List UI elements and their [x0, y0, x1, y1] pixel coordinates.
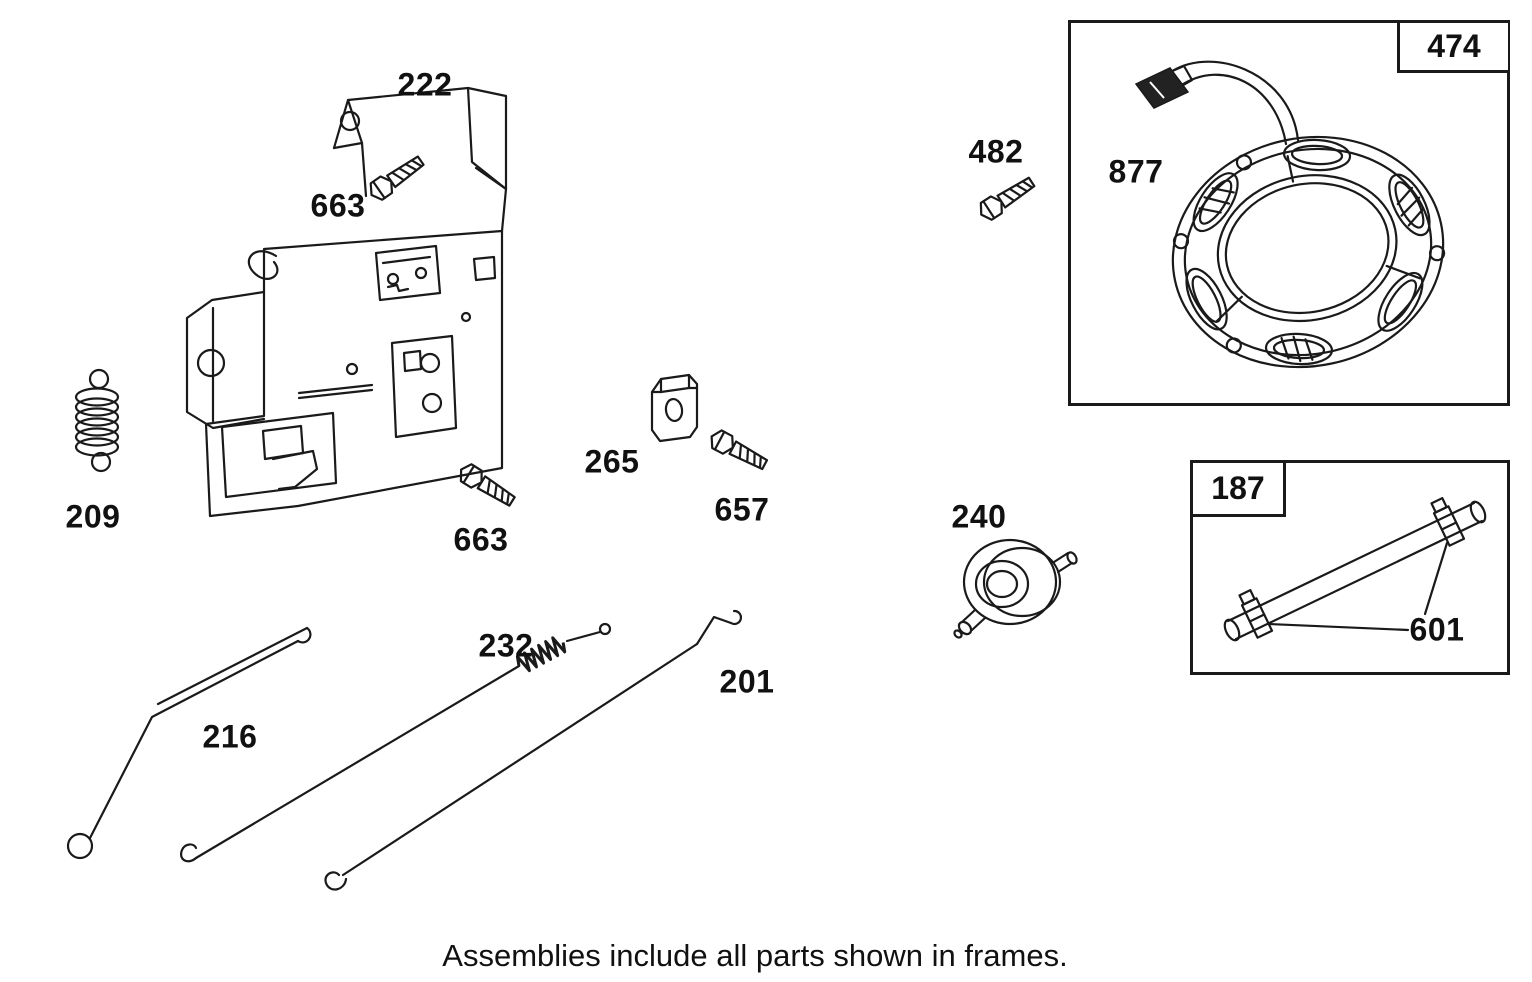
diagram-caption: Assemblies include all parts shown in fr…: [442, 938, 1068, 973]
clip-265-drawing: [650, 373, 699, 443]
frame-474: [1068, 20, 1510, 406]
rod-201-drawing: [324, 609, 743, 891]
part-label-209: 209: [65, 498, 121, 535]
control-bracket-222-drawing: [185, 86, 508, 518]
frame-474-number-box: 474: [1397, 23, 1508, 73]
link-232-drawing: [180, 622, 612, 863]
part-label-601: 601: [1409, 611, 1465, 648]
frame-187-number-box: 187: [1193, 463, 1286, 517]
part-label-663-top: 663: [310, 187, 366, 224]
hose-assembly-601-drawing: [1223, 497, 1487, 642]
screw-657-drawing: [705, 426, 771, 475]
part-label-877: 877: [1108, 153, 1164, 190]
part-label-222: 222: [397, 66, 453, 103]
part-label-232: 232: [478, 627, 534, 664]
part-label-482: 482: [968, 133, 1024, 170]
screw-663-top-drawing: [364, 151, 428, 205]
frame-187: [1190, 460, 1510, 675]
part-label-657: 657: [714, 491, 770, 528]
ring-assembly-877-drawing: [1134, 60, 1446, 369]
spring-209-drawing: [74, 368, 120, 473]
fuel-filter-240-drawing: [953, 538, 1078, 639]
part-label-265: 265: [584, 443, 640, 480]
part-label-201: 201: [719, 663, 775, 700]
screw-482-drawing: [974, 172, 1039, 225]
part-label-663-bottom: 663: [453, 521, 509, 558]
part-label-240: 240: [951, 498, 1007, 535]
rod-216-drawing: [66, 626, 312, 860]
screw-663-bottom-drawing: [454, 460, 519, 511]
harness-connector-icon: [1134, 64, 1194, 109]
part-label-216: 216: [202, 718, 258, 755]
